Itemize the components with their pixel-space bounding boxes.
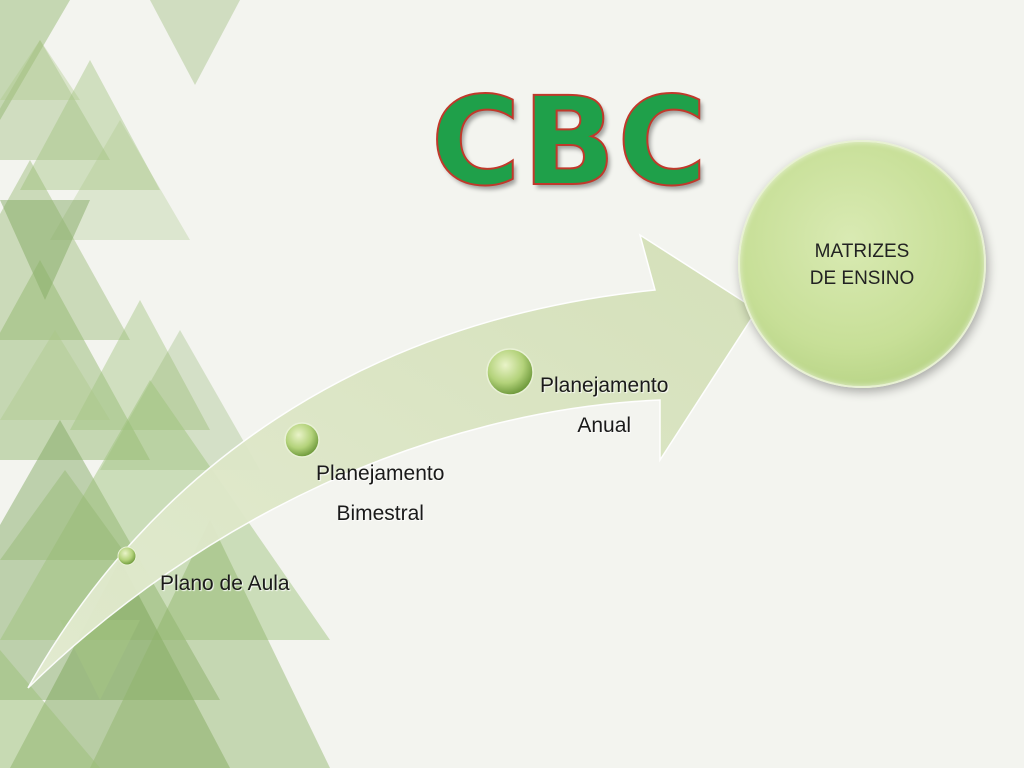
target-line-2: DE ENSINO <box>809 268 915 289</box>
stage-label-line-1: Planejamento <box>316 462 445 485</box>
stage-label-line-2: Anual <box>577 414 632 437</box>
stage-label-line-1: Planejamento <box>540 374 669 397</box>
progress-arrow <box>27 233 759 689</box>
page-title: CBC <box>430 71 710 213</box>
stage-label-anual: Planejamento Anual <box>540 366 668 446</box>
stage-label-plano-de-aula: Plano de Aula <box>160 564 290 604</box>
stage-label-line-2: Bimestral <box>336 502 424 525</box>
target-line-1: MATRIZES <box>814 241 910 262</box>
stage-dot-anual <box>486 348 534 396</box>
stage-label-line-1: Plano de Aula <box>160 572 290 595</box>
stage-dot-bimestral <box>284 422 320 458</box>
target-circle-text: MATRIZES DE ENSINO <box>740 238 984 292</box>
stage-dot-plano-de-aula <box>117 546 137 566</box>
stage-label-bimestral: Planejamento Bimestral <box>316 454 444 534</box>
target-circle: MATRIZES DE ENSINO <box>738 140 986 388</box>
